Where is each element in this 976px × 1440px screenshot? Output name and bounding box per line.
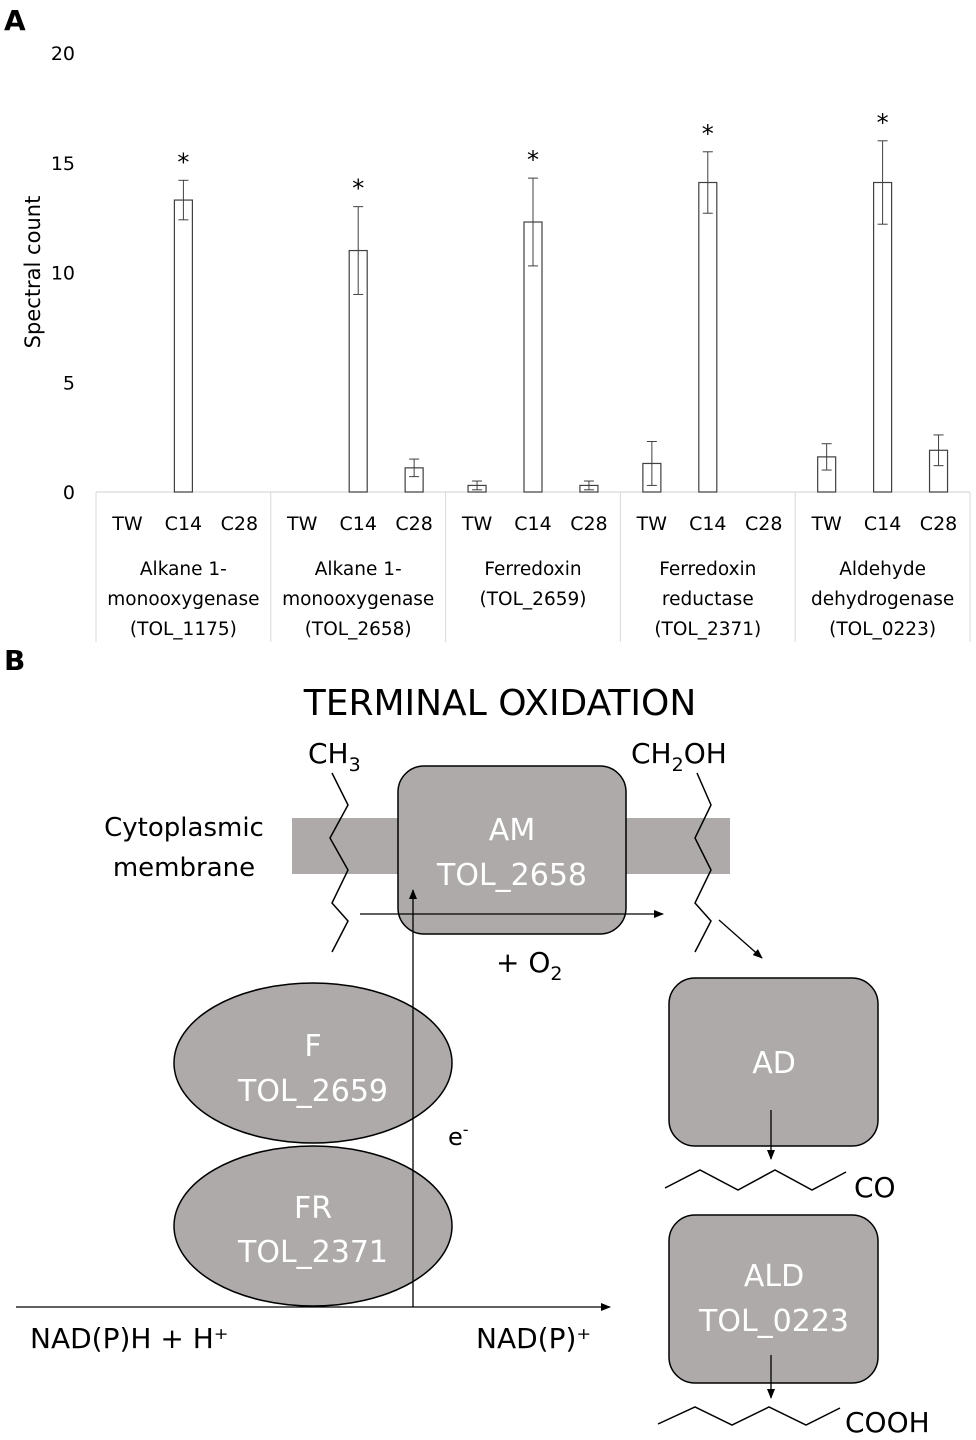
y-tick-label: 0 — [63, 482, 75, 504]
x-tick-label: C28 — [570, 513, 607, 535]
x-tick-label: TW — [810, 513, 842, 535]
bar — [173, 199, 193, 493]
category-label: Aldehyde — [839, 559, 926, 580]
enzyme-ald-name: ALD — [744, 1259, 804, 1294]
x-tick-label: TW — [111, 513, 143, 535]
category-label: Ferredoxin — [659, 559, 756, 580]
aldehyde-chain — [664, 1169, 847, 1191]
significance-marker: * — [177, 148, 189, 176]
ch2oh-label: CH2OH — [631, 737, 727, 776]
significance-marker: * — [702, 120, 714, 148]
enzyme-ald-id: TOL_0223 — [698, 1304, 849, 1339]
arrow-to-ad — [718, 919, 763, 959]
substrate-chain — [329, 772, 349, 953]
y-tick-label: 5 — [63, 372, 75, 394]
x-tick-label: TW — [286, 513, 318, 535]
category-label: Ferredoxin — [484, 559, 581, 580]
fatty-acid-label: COOH — [845, 1406, 930, 1439]
enzyme-am-id: TOL_2658 — [436, 858, 587, 893]
enzyme-am — [397, 765, 627, 935]
electron-label: e- — [448, 1120, 469, 1151]
enzyme-ad — [668, 977, 879, 1147]
x-tick-label: C28 — [395, 513, 432, 535]
enzyme-f-id: TOL_2659 — [237, 1074, 388, 1109]
category-label: dehydrogenase — [811, 589, 954, 610]
category-label: monooxygenase — [107, 589, 259, 610]
category-label: (TOL_2371) — [654, 619, 761, 640]
category-label: (TOL_1175) — [130, 619, 237, 640]
x-tick-label: C14 — [864, 513, 901, 535]
membrane-label-line1: Cytoplasmic — [104, 813, 264, 843]
enzyme-f — [173, 982, 453, 1144]
enzyme-ad-name: AD — [752, 1046, 796, 1081]
enzyme-ald — [668, 1214, 879, 1384]
oxygen-label: + O2 — [496, 946, 563, 985]
aldehyde-label: CO — [854, 1171, 896, 1204]
y-tick-label: 15 — [51, 153, 75, 175]
x-tick-label: C14 — [689, 513, 726, 535]
significance-marker: * — [527, 146, 539, 174]
product-chain — [694, 772, 712, 953]
enzyme-fr-id: TOL_2371 — [237, 1235, 388, 1270]
panel-a-label: A — [4, 4, 26, 37]
fatty-acid-chain — [657, 1406, 841, 1426]
category-label: Alkane 1- — [140, 559, 227, 580]
nadph-label: NAD(P)H + H⁺ — [30, 1322, 229, 1355]
ch3-label: CH3 — [308, 737, 361, 776]
x-tick-label: TW — [636, 513, 668, 535]
panel-b-label: B — [4, 644, 25, 677]
bar — [698, 181, 718, 493]
nadp-label: NAD(P)⁺ — [476, 1322, 591, 1355]
category-label: reductase — [662, 589, 754, 610]
x-tick-label: C28 — [920, 513, 957, 535]
x-tick-label: C14 — [165, 513, 202, 535]
category-label: (TOL_0223) — [829, 619, 936, 640]
category-label: monooxygenase — [282, 589, 434, 610]
bar — [872, 181, 893, 493]
x-tick-label: C14 — [339, 513, 376, 535]
category-label: Alkane 1- — [315, 559, 402, 580]
pathway-title: TERMINAL OXIDATION — [303, 683, 697, 724]
enzyme-fr — [173, 1145, 453, 1307]
enzyme-fr-name: FR — [294, 1191, 332, 1226]
y-tick-label: 20 — [51, 43, 75, 65]
y-tick-label: 10 — [51, 263, 75, 285]
x-tick-label: TW — [461, 513, 493, 535]
category-label: (TOL_2658) — [305, 619, 412, 640]
significance-marker: * — [877, 109, 889, 137]
x-tick-label: C14 — [514, 513, 551, 535]
significance-marker: * — [352, 175, 364, 203]
membrane-label-line2: membrane — [113, 853, 255, 883]
enzyme-am-name: AM — [489, 813, 535, 848]
enzyme-f-name: F — [304, 1029, 321, 1064]
y-axis-label: Spectral count — [21, 196, 45, 349]
category-label: (TOL_2659) — [480, 589, 587, 610]
x-tick-label: C28 — [221, 513, 258, 535]
x-tick-label: C28 — [745, 513, 782, 535]
